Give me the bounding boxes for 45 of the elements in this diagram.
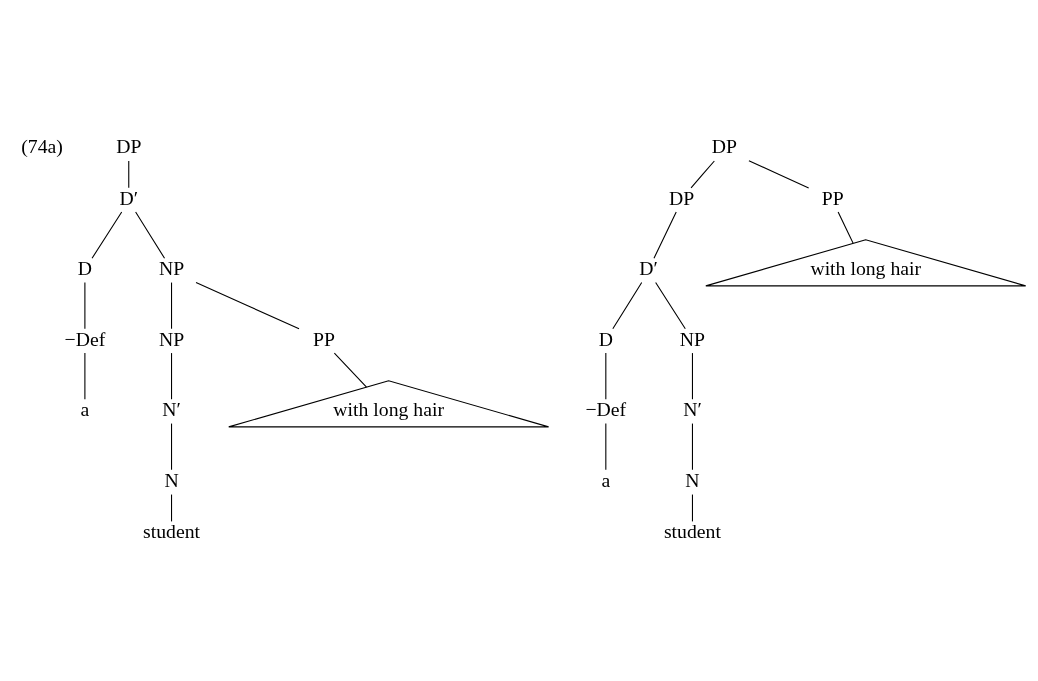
connector [691,493,693,522]
connector [195,281,300,329]
connector [84,281,86,329]
node-text: NP [158,327,185,350]
node-text: a [80,397,90,420]
node-text: NP [158,256,185,279]
connector [605,422,607,470]
node-text: PP [821,186,844,209]
connector [84,352,86,400]
node-text: N [685,468,700,491]
connector [612,281,643,329]
node-text: −Def [64,327,106,350]
node-text: DP [711,134,737,157]
connector [691,422,693,470]
connector [605,352,607,400]
node-text: D [598,327,613,350]
connector [171,281,173,329]
node-text: PP [313,327,335,350]
connector [653,211,677,259]
node-text: student [663,519,721,542]
connector [171,422,173,470]
label: (74a) [21,134,63,157]
connector [91,211,123,259]
connector [333,352,368,388]
connector [748,159,810,188]
node-text: N′ [162,397,181,420]
connector [135,211,166,259]
node-text: DP [116,134,142,157]
node-text: D′ [119,186,139,209]
node-text: a [601,468,611,491]
node-text: NP [679,327,706,350]
connector [655,281,686,329]
node-text: D′ [639,256,658,279]
node-text: DP [668,186,695,209]
node-text: −Def [585,397,627,420]
connector [690,159,715,188]
connector [128,159,130,188]
connector [691,352,693,400]
connector [171,493,173,522]
connector [171,352,173,400]
node-text: N [164,468,179,491]
node-text: D [77,256,93,279]
node-text: N′ [683,397,702,420]
connector [837,211,854,244]
node-text: student [143,519,201,542]
